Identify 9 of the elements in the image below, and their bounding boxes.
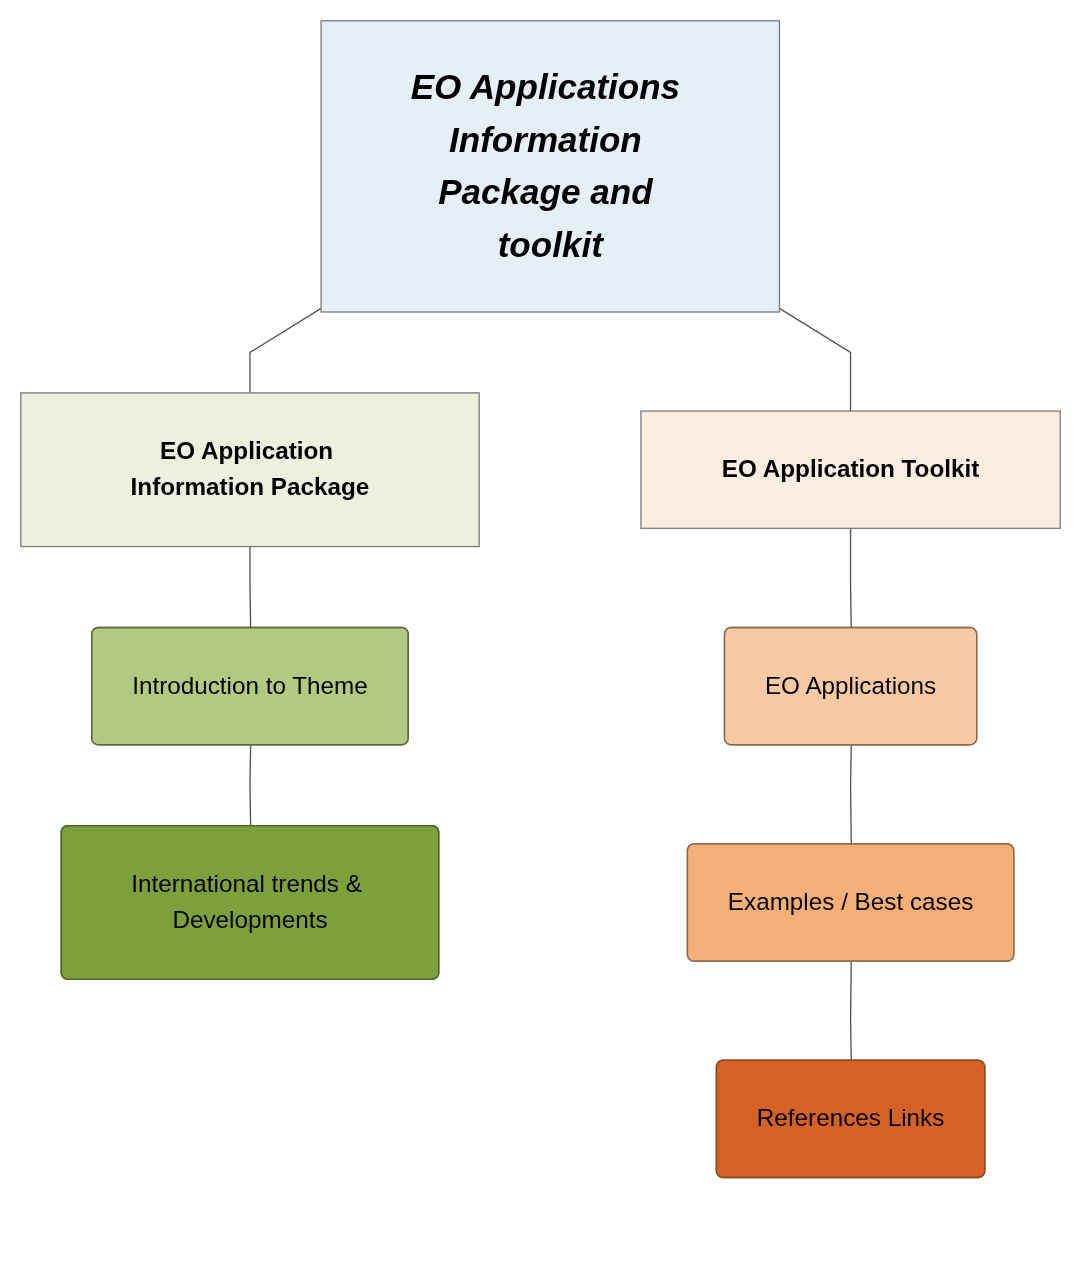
connector — [849, 961, 852, 1062]
connector — [849, 527, 852, 629]
node-box: EO Applications Information Package and toolkit — [320, 20, 781, 313]
connector — [778, 307, 852, 412]
connector — [249, 307, 322, 394]
node-box: EO Application Information Package — [20, 392, 480, 548]
connector — [249, 744, 252, 827]
node-box: EO Application Toolkit — [640, 410, 1061, 530]
connector — [249, 545, 252, 629]
